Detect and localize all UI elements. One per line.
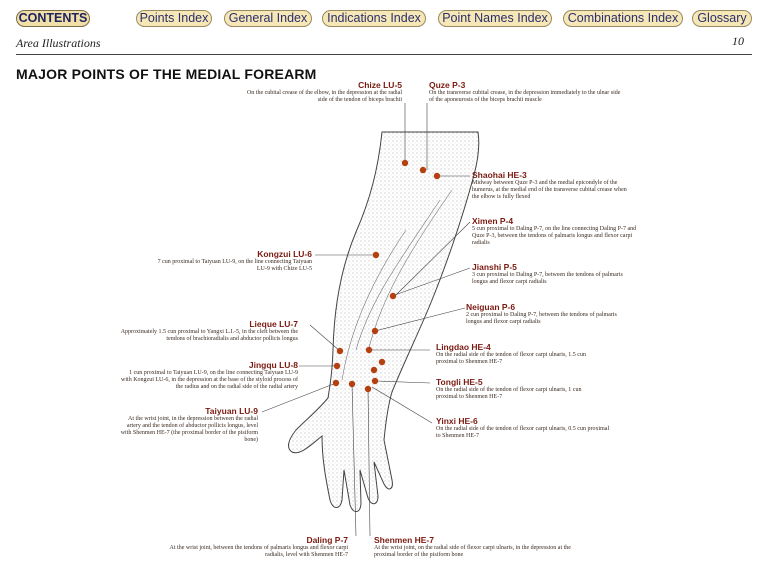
point-kongzui [372, 251, 380, 259]
contents-button[interactable]: CONTENTS [16, 10, 90, 27]
point-shaohai [433, 172, 441, 180]
label-ximen: Ximen P-4 5 cun proximal to Daling P-7, … [472, 216, 637, 246]
point-tongli [370, 366, 378, 374]
label-lieque: Lieque LU-7 Approximately 1.5 cun proxim… [120, 319, 298, 342]
point-jianshi [389, 292, 397, 300]
top-navigation: CONTENTS Points Index General Index Indi… [0, 8, 768, 32]
label-jingqu: Jingqu LU-8 1 cun proximal to Taiyuan LU… [121, 360, 298, 390]
point-jingqu [333, 362, 341, 370]
header-divider [16, 54, 752, 55]
page-number: 10 [732, 34, 744, 48]
label-tongli: Tongli HE-5 On the radial side of the te… [436, 377, 582, 400]
label-yinxi: Yinxi HE-6 On the radial side of the ten… [436, 416, 610, 439]
point-chize [401, 159, 409, 167]
point-taiyuan [332, 379, 340, 387]
point-ximen [378, 358, 386, 366]
section-title: Area Illustrations [16, 36, 101, 50]
label-shenmen: Shenmen HE-7 At the wrist joint, on the … [374, 535, 571, 558]
point-lieque [336, 347, 344, 355]
label-lingdao: Lingdao HE-4 On the radial side of the t… [436, 342, 586, 365]
point-neiguan [371, 327, 379, 335]
point-yinxi [371, 377, 379, 385]
point-daling [348, 380, 356, 388]
label-chize: Chize LU-5 On the cubital crease of the … [246, 80, 402, 103]
indications-index-button[interactable]: Indications Index [322, 10, 426, 27]
label-quze: Quze P-3 On the transverse cubital creas… [429, 80, 621, 103]
label-kongzui: Kongzui LU-6 7 cun proximal to Taiyuan L… [157, 249, 312, 272]
label-shaohai: Shaohai HE-3 Midway between Quze P-3 and… [472, 170, 627, 200]
combinations-index-button[interactable]: Combinations Index [563, 10, 683, 27]
label-jianshi: Jianshi P-5 3 cun proximal to Daling P-7… [472, 262, 623, 285]
label-taiyuan: Taiyuan LU-9 At the wrist joint, in the … [120, 406, 258, 443]
glossary-button[interactable]: Glossary [692, 10, 752, 27]
point-names-index-button[interactable]: Point Names Index [438, 10, 552, 27]
label-neiguan: Neiguan P-6 2 cun proximal to Daling P-7… [466, 302, 617, 325]
page-title: MAJOR POINTS OF THE MEDIAL FOREARM [16, 66, 317, 82]
forearm-outline [288, 131, 480, 513]
point-shenmen [364, 385, 372, 393]
point-lingdao [365, 346, 373, 354]
points-index-button[interactable]: Points Index [136, 10, 212, 27]
label-daling: Daling P-7 At the wrist joint, between t… [169, 535, 348, 558]
point-quze [419, 166, 427, 174]
general-index-button[interactable]: General Index [224, 10, 312, 27]
